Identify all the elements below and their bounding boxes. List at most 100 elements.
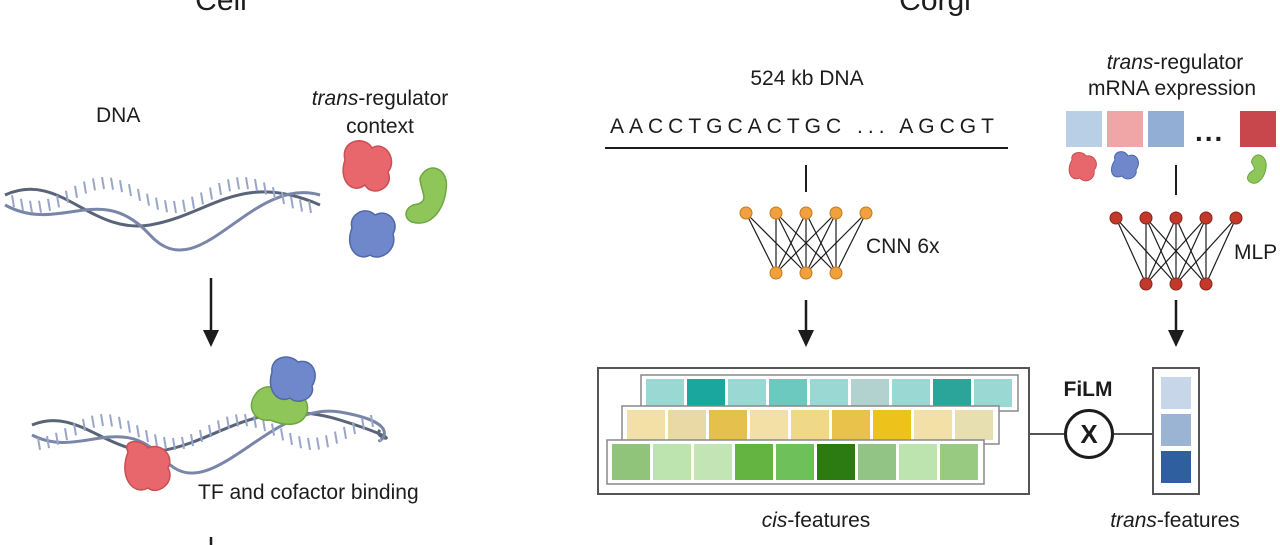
dna-rung — [29, 200, 33, 213]
dna-rung — [55, 432, 59, 445]
tf-red-protein — [342, 140, 393, 192]
trans-rest: -regulator — [358, 87, 449, 110]
dna-rung — [272, 186, 276, 200]
mini-red-protein — [1068, 152, 1097, 182]
dna-rung — [352, 421, 356, 435]
dna-rung — [334, 431, 338, 444]
cis-features-label: cis-features — [762, 510, 871, 531]
feature-cell — [709, 410, 747, 440]
feature-cell — [873, 410, 911, 440]
net-node — [829, 266, 843, 280]
sequence-start: AACCTGCACTGC — [610, 115, 847, 138]
net-edge — [1145, 217, 1177, 285]
feature-cell — [627, 410, 665, 440]
dna-rung — [218, 182, 222, 196]
trans-features-box — [1152, 367, 1200, 495]
dna-rung — [173, 200, 177, 214]
feature-cell — [728, 379, 766, 407]
expression-row — [1066, 111, 1276, 147]
corgi-title: Corgi — [899, 0, 971, 17]
tf-blue-protein — [349, 210, 396, 258]
tf-red-bound — [124, 440, 171, 491]
dna-rung — [254, 178, 258, 192]
net-node — [829, 206, 843, 220]
net-node — [769, 206, 783, 220]
dna-rung — [200, 192, 204, 205]
net-node — [1169, 211, 1183, 225]
cnn-network — [739, 206, 873, 280]
dna-rung — [226, 416, 230, 429]
dna-rung — [262, 418, 266, 432]
dna-rung — [235, 414, 239, 427]
expression-cell — [1240, 111, 1276, 147]
feature-cell — [668, 410, 706, 440]
feature-cell — [817, 444, 855, 480]
cis-feature-stacks — [606, 374, 1019, 485]
dna-rung — [74, 185, 78, 198]
dna-rung — [191, 196, 195, 209]
feature-cell — [933, 379, 971, 407]
cis-rest: -features — [787, 509, 871, 532]
feature-cell — [892, 379, 930, 407]
expression-cell — [1148, 111, 1184, 147]
dna-rung — [155, 197, 159, 210]
dna-rung — [136, 425, 140, 438]
feature-cell — [687, 379, 725, 407]
dna-rung — [92, 178, 96, 191]
feature-cell — [776, 444, 814, 480]
trans-header-italic: trans — [1106, 51, 1154, 74]
dna-rung — [244, 413, 248, 427]
trans-feature-cell — [1161, 451, 1191, 483]
cell-title: Cell — [195, 0, 247, 17]
cis-features-box — [597, 367, 1030, 495]
dna-rung — [73, 423, 77, 436]
feature-cell — [940, 444, 978, 480]
net-edge — [1205, 217, 1237, 285]
trans-regulator-label: trans-regulator — [312, 88, 449, 109]
trans-features-rest: -features — [1156, 509, 1240, 532]
mlp-label: MLP — [1234, 241, 1278, 264]
dna-rung — [289, 432, 293, 446]
feature-cell — [974, 379, 1012, 407]
dna-rung — [290, 196, 294, 209]
net-node — [799, 206, 813, 220]
dna-rung — [145, 429, 149, 443]
trans-feature-column — [1161, 377, 1191, 483]
feature-cell — [791, 410, 829, 440]
expression-cell — [1107, 111, 1143, 147]
trans-features-italic: trans — [1110, 509, 1157, 532]
dna-rung — [307, 437, 311, 451]
net-edge — [1175, 217, 1207, 285]
dna-rung — [271, 423, 275, 436]
dna-rung — [245, 177, 249, 190]
dna-rung — [263, 182, 267, 195]
feature-cell — [646, 379, 684, 407]
dna-rung — [181, 436, 185, 450]
dna-helix-bottom — [31, 409, 388, 475]
feature-cell — [653, 444, 691, 480]
dna-length-label: 524 kb DNA — [750, 67, 864, 90]
dna-rung — [100, 413, 104, 427]
sequence-ellipsis: ... — [857, 115, 890, 138]
expression-ellipsis: ... — [1195, 116, 1225, 147]
dna-rung — [37, 437, 41, 451]
dna-label: DNA — [96, 104, 141, 127]
dna-rung — [325, 435, 329, 448]
net-edge — [745, 212, 777, 274]
dna-rung — [299, 199, 303, 212]
dna-rung — [370, 414, 374, 428]
tf-blue-bound — [269, 356, 316, 402]
dna-rung — [164, 200, 168, 213]
dna-rung — [91, 415, 95, 428]
feature-cell — [851, 379, 889, 407]
net-edge — [1115, 217, 1147, 285]
film-multiply-icon: X — [1064, 409, 1114, 459]
dna-rung — [109, 414, 113, 427]
trans-header-rest: -regulator — [1153, 51, 1244, 74]
feature-cell — [955, 410, 993, 440]
dna-rung — [172, 437, 176, 451]
net-node — [859, 206, 873, 220]
sequence-end: AGCGT — [899, 115, 999, 138]
dna-rung — [154, 434, 158, 447]
